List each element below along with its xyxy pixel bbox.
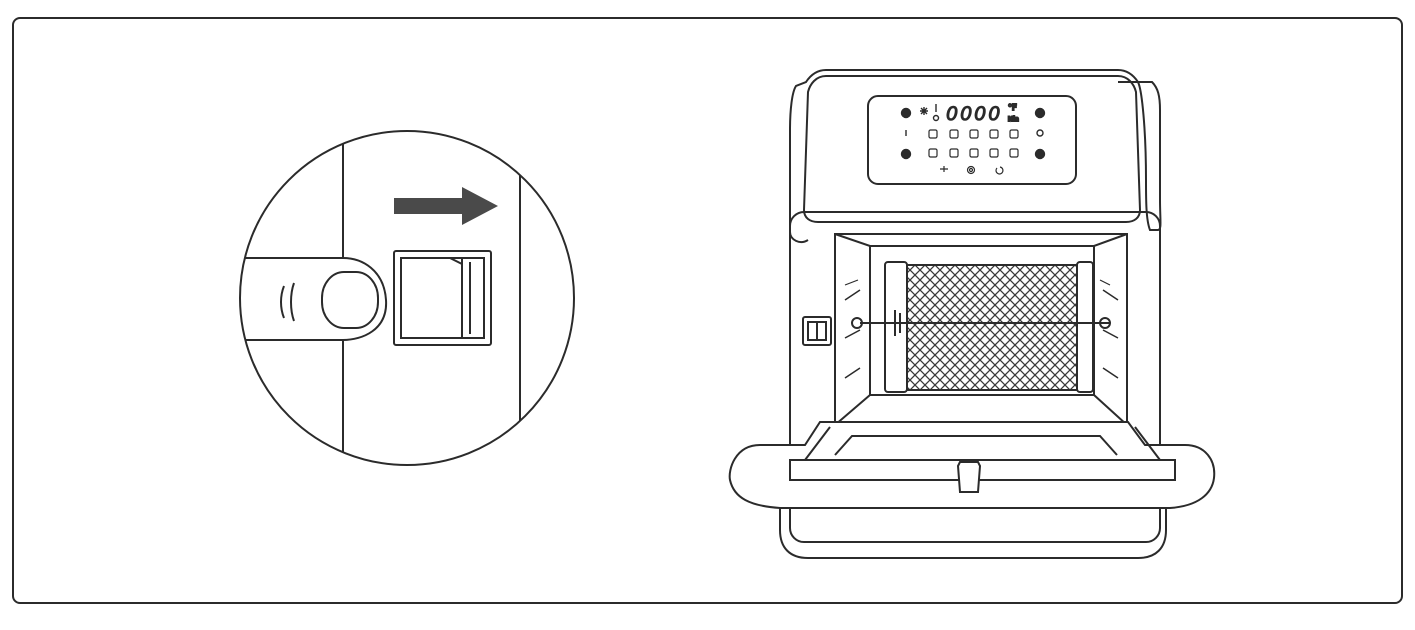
rotisserie-basket	[851, 261, 1111, 393]
preset-icons	[928, 129, 1019, 158]
time-minus-icon	[1034, 148, 1046, 160]
fan-icon	[920, 107, 928, 115]
temp-minus-icon	[900, 148, 912, 160]
housing-left	[789, 69, 827, 243]
timer-icon	[932, 114, 940, 122]
clock-icon	[1036, 129, 1044, 137]
top-panel	[802, 75, 1142, 223]
temp-plus-icon	[900, 107, 912, 119]
push-arrow-icon	[394, 187, 498, 225]
magnifier-outline	[239, 130, 575, 466]
led-display: 0000	[946, 103, 1002, 125]
finger	[240, 257, 388, 341]
door-handle	[956, 461, 982, 493]
door-latch	[802, 316, 832, 346]
unit-temp: °F	[1008, 103, 1017, 112]
time-plus-icon	[1034, 107, 1046, 119]
unit-time: Min	[1008, 116, 1019, 123]
light-icon	[940, 166, 948, 172]
control-panel: °F Min 0000	[867, 95, 1077, 185]
oven-body	[789, 211, 1161, 543]
housing-right	[826, 69, 1162, 231]
air-fryer-oven: °F Min 0000	[728, 69, 1216, 559]
power-icon	[995, 166, 1004, 175]
rotisserie-icon	[966, 165, 976, 175]
detail-magnifier	[239, 130, 575, 466]
oven-door	[728, 421, 1216, 559]
door-release-button	[393, 250, 492, 346]
